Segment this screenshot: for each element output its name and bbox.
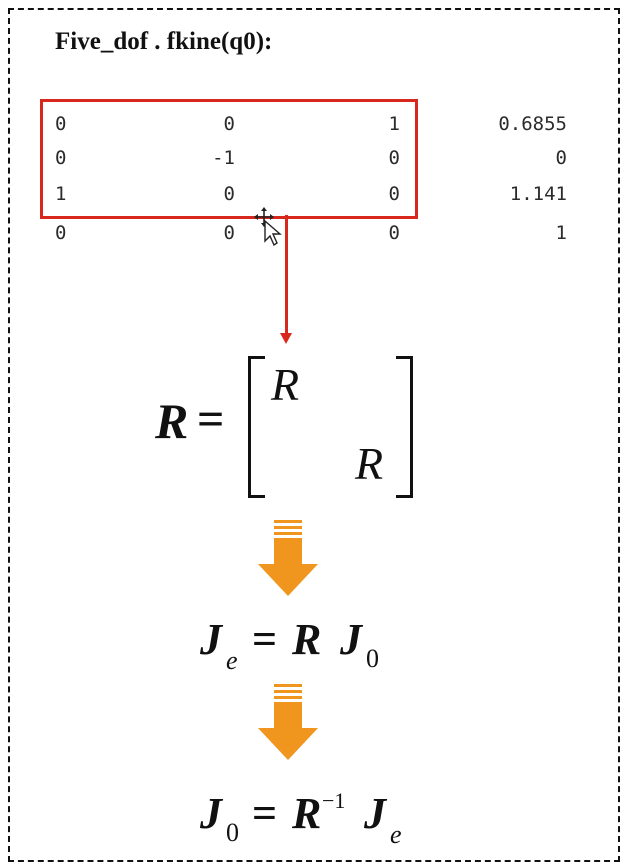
eq1-top-r: R (271, 359, 300, 410)
matrix-cell: 0 (55, 147, 67, 169)
cursor-icon (252, 207, 282, 247)
left-bracket (248, 356, 265, 498)
eq1-lhs: R (155, 393, 189, 449)
matrix-cell: 0 (388, 147, 400, 169)
down-arrow-icon (256, 520, 320, 598)
matrix-cell: 0 (55, 222, 67, 244)
eq3-equals: = (252, 789, 278, 838)
matrix-cell: 1 (388, 113, 400, 135)
matrix-cell: 0.6855 (498, 113, 567, 135)
page-title: Five_dof . fkine(q0): (55, 28, 273, 55)
eq2-sub-e: e (226, 646, 238, 675)
eq3-r: R (292, 789, 322, 838)
matrix-cell: 0 (388, 183, 400, 205)
matrix-cell: 1 (55, 183, 67, 205)
matrix-cell: 0 (555, 147, 567, 169)
right-bracket (396, 356, 413, 498)
matrix-cell: 1.141 (509, 183, 567, 205)
matrix-cell: 0 (223, 222, 235, 244)
eq2-r: R (292, 615, 322, 664)
eq3-j: J (200, 789, 222, 838)
eq3-superscript: −1 (322, 788, 346, 813)
down-arrow-icon (256, 684, 320, 762)
connector-line (285, 215, 288, 333)
connector-arrowhead (280, 333, 292, 344)
eq1-bottom-r: R (355, 438, 384, 489)
dashed-frame (8, 8, 620, 862)
eq2-j: J (200, 615, 222, 664)
eq3-sub-0: 0 (226, 818, 239, 847)
matrix-cell: 0 (55, 113, 67, 135)
matrix-cell: 0 (223, 113, 235, 135)
eq1-equals: = (197, 393, 225, 446)
matrix-cell: 0 (223, 183, 235, 205)
eq3-j2: J (364, 789, 386, 838)
eq2-equals: = (252, 615, 278, 664)
eq2-sub-0: 0 (366, 644, 379, 673)
matrix-cell: 1 (555, 222, 567, 244)
rotation-highlight-box (40, 99, 418, 219)
eq2-j2: J (340, 615, 362, 664)
matrix-cell: -1 (212, 147, 235, 169)
eq3-sub-e: e (390, 820, 402, 849)
matrix-cell: 0 (388, 222, 400, 244)
